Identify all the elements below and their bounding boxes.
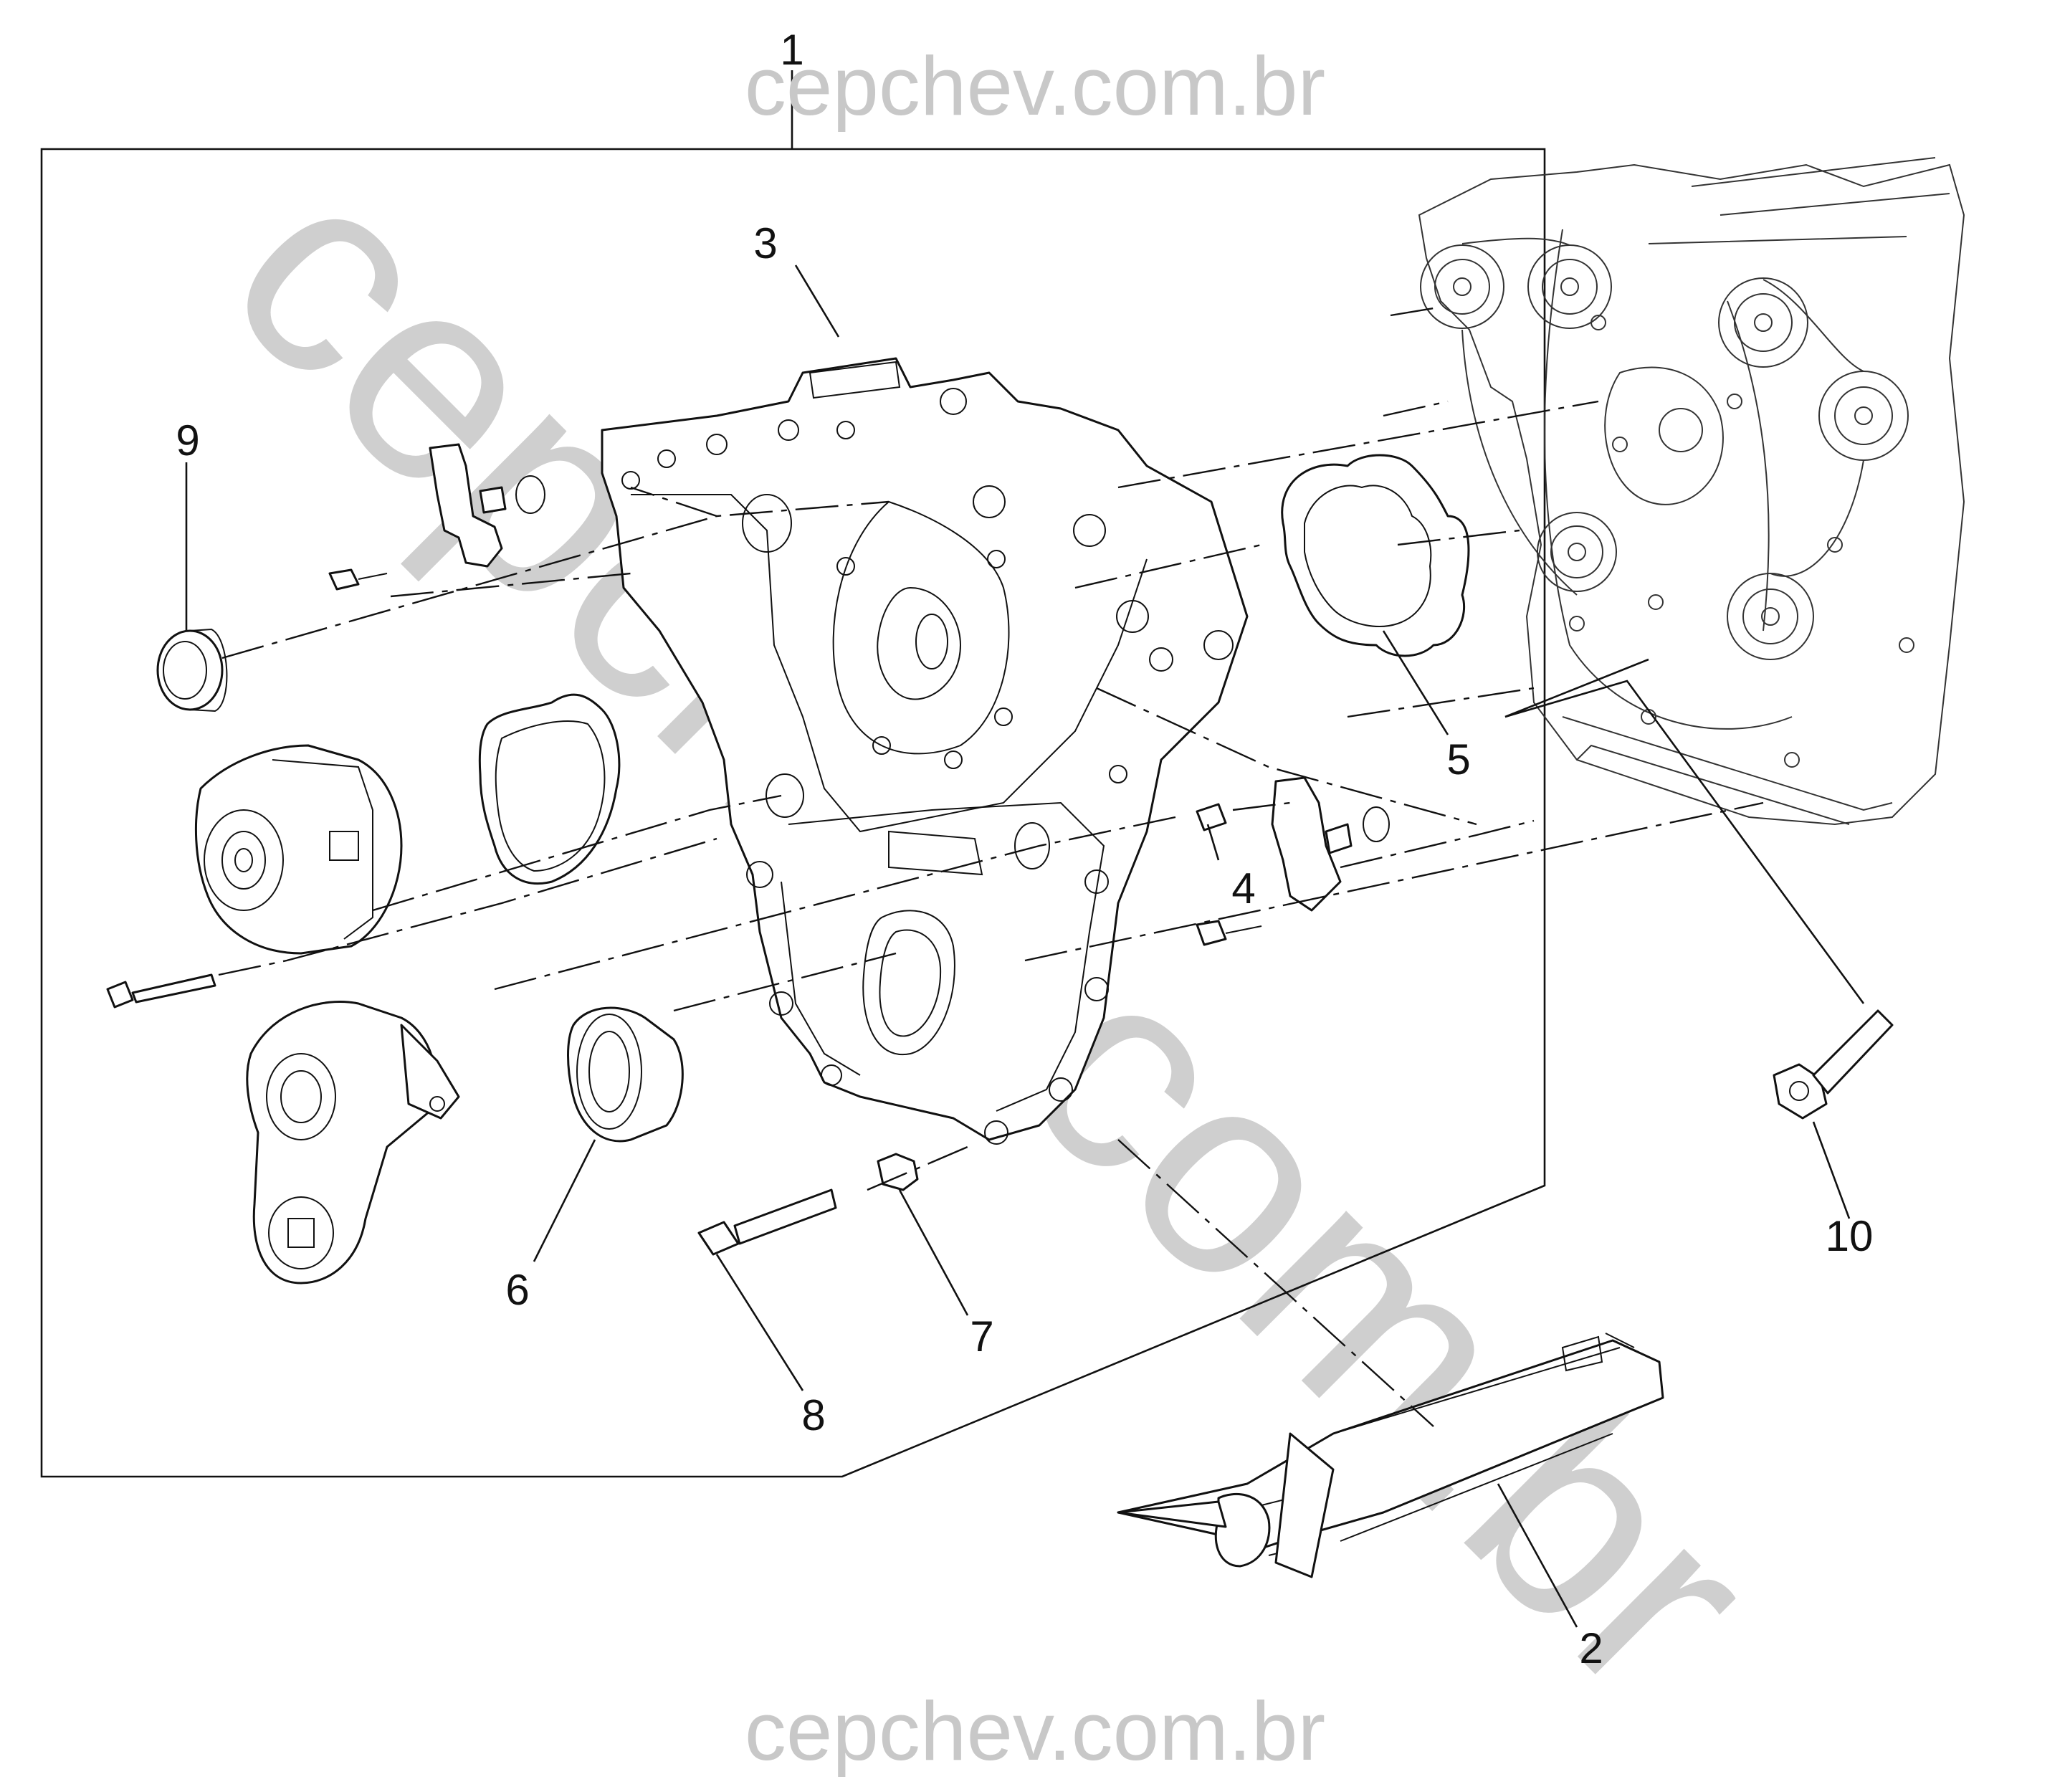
front-oil-seal: [156, 628, 228, 712]
belt-tensioner: [246, 1001, 460, 1285]
callout-10: 10: [1826, 1212, 1874, 1260]
watermark-top: cepchev.com.br: [745, 39, 1325, 133]
stud-bolt: [697, 1188, 837, 1256]
callout-7: 7: [970, 1312, 993, 1360]
callout-8: 8: [801, 1391, 825, 1439]
timing-cover: [601, 357, 1249, 1145]
assembly-outline: [40, 148, 1546, 1478]
camshaft-position-sensor-right: [1196, 776, 1390, 946]
camshaft-position-sensor-left: [328, 443, 545, 591]
water-pump: [194, 744, 403, 955]
water-pump-housing-gasket: [478, 693, 621, 885]
callout-9: 9: [176, 416, 199, 464]
alignment-lines: [218, 307, 1764, 1427]
leader-lines: [185, 264, 1865, 1628]
front-cover-oil-seal: [567, 1006, 684, 1143]
sealant-tube: [1117, 1333, 1664, 1578]
callout-5: 5: [1446, 735, 1470, 783]
callout-6: 6: [505, 1266, 529, 1314]
dowel-pin: [1196, 803, 1227, 831]
callout-3: 3: [753, 219, 777, 267]
callout-2: 2: [1579, 1624, 1603, 1672]
watermark-bottom: cepchev.com.br: [745, 1684, 1325, 1778]
nut: [877, 1153, 919, 1191]
callout-4: 4: [1231, 864, 1255, 912]
engine-block: [1418, 157, 1965, 826]
callout-1: 1: [780, 26, 803, 74]
water-pump-gasket: [1281, 454, 1470, 657]
water-pump-bolt: [106, 973, 216, 1009]
tensioner-bolt: [1773, 1009, 1894, 1120]
